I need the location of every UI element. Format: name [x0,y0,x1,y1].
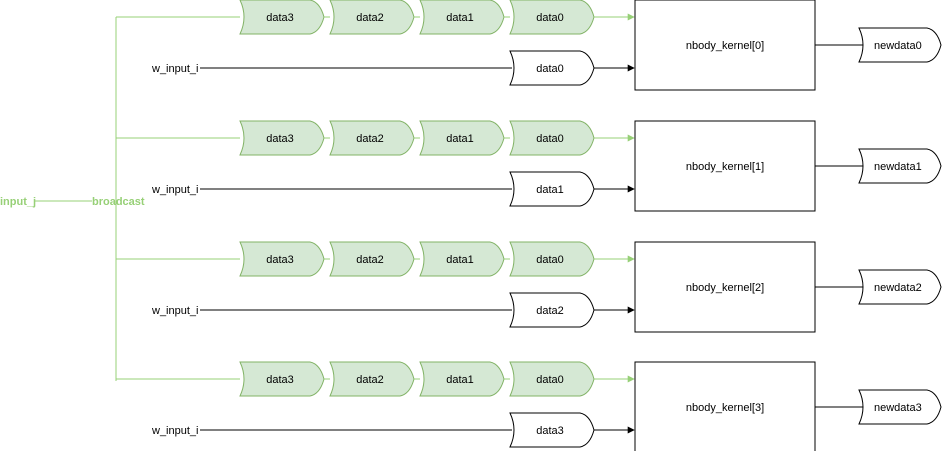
w-input-label: w_input_i [151,305,198,317]
queue-tag-data3 [239,0,325,35]
queue-tag-data2 [329,120,415,156]
queue-tag-label: data2 [356,254,384,266]
kernel-box [634,120,816,212]
w-data-tag [509,292,595,328]
broadcast-trunk: input_j broadcast [0,17,145,381]
queue-tag-label: data1 [446,254,474,266]
output-tag [858,269,942,305]
kernel-label: nbody_kernel[1] [686,161,764,173]
w-data-tag [509,50,595,86]
w-data-label: data3 [536,425,564,437]
queue-tag-data2 [329,241,415,277]
broadcast-label: broadcast [92,196,145,208]
queue-tag-label: data1 [446,133,474,145]
input-j-label: input_j [0,196,36,208]
kernel-unit-1: data3 data2 data1 data0 w_input_i data1 nbody_… [116,120,942,212]
queue-tag-data0 [509,120,595,156]
output-tag [858,27,942,63]
queue-tag-label: data0 [536,254,564,266]
kernel-unit-3: data3 data2 data1 data0 w_input_i data3 nbody_… [116,361,942,451]
queue-tag-label: data0 [536,133,564,145]
kernel-box [634,0,816,91]
kernel-box [634,361,816,451]
queue-tag-data3 [239,241,325,277]
kernel-label: nbody_kernel[3] [686,402,764,414]
w-input-label: w_input_i [151,184,198,196]
queue-tag-label: data2 [356,133,384,145]
output-label: newdata0 [874,40,922,52]
queue-tag-data0 [509,361,595,397]
w-input-label: w_input_i [151,63,198,75]
queue-tag-data2 [329,0,415,35]
w-data-tag [509,412,595,448]
output-label: newdata2 [874,282,922,294]
queue-tag-label: data3 [266,374,294,386]
queue-tag-label: data1 [446,12,474,24]
queue-tag-data1 [419,120,505,156]
queue-tag-label: data0 [536,12,564,24]
queue-tag-data3 [239,120,325,156]
kernel-box [634,241,816,333]
w-data-label: data1 [536,184,564,196]
w-data-tag [509,171,595,207]
queue-tag-data3 [239,361,325,397]
w-input-label: w_input_i [151,425,198,437]
queue-tag-data2 [329,361,415,397]
queue-tag-label: data3 [266,12,294,24]
kernel-unit-2: data3 data2 data1 data0 w_input_i data2 nbody_… [116,241,942,333]
kernel-label: nbody_kernel[0] [686,40,764,52]
queue-tag-data1 [419,361,505,397]
queue-tag-data1 [419,0,505,35]
output-tag [858,389,942,425]
w-data-label: data0 [536,63,564,75]
queue-tag-data1 [419,241,505,277]
kernel-units: data3 data2 data1 data0 w_input_i data0 nbody_… [116,0,942,451]
queue-tag-label: data2 [356,12,384,24]
queue-tag-label: data0 [536,374,564,386]
output-label: newdata3 [874,402,922,414]
kernel-label: nbody_kernel[2] [686,282,764,294]
queue-tag-label: data2 [356,374,384,386]
kernel-unit-0: data3 data2 data1 data0 w_input_i data0 nbody_… [116,0,942,91]
queue-tag-label: data3 [266,254,294,266]
queue-tag-label: data1 [446,374,474,386]
output-tag [858,148,942,184]
queue-tag-label: data3 [266,133,294,145]
queue-tag-data0 [509,241,595,277]
w-data-label: data2 [536,305,564,317]
queue-tag-data0 [509,0,595,35]
output-label: newdata1 [874,161,922,173]
